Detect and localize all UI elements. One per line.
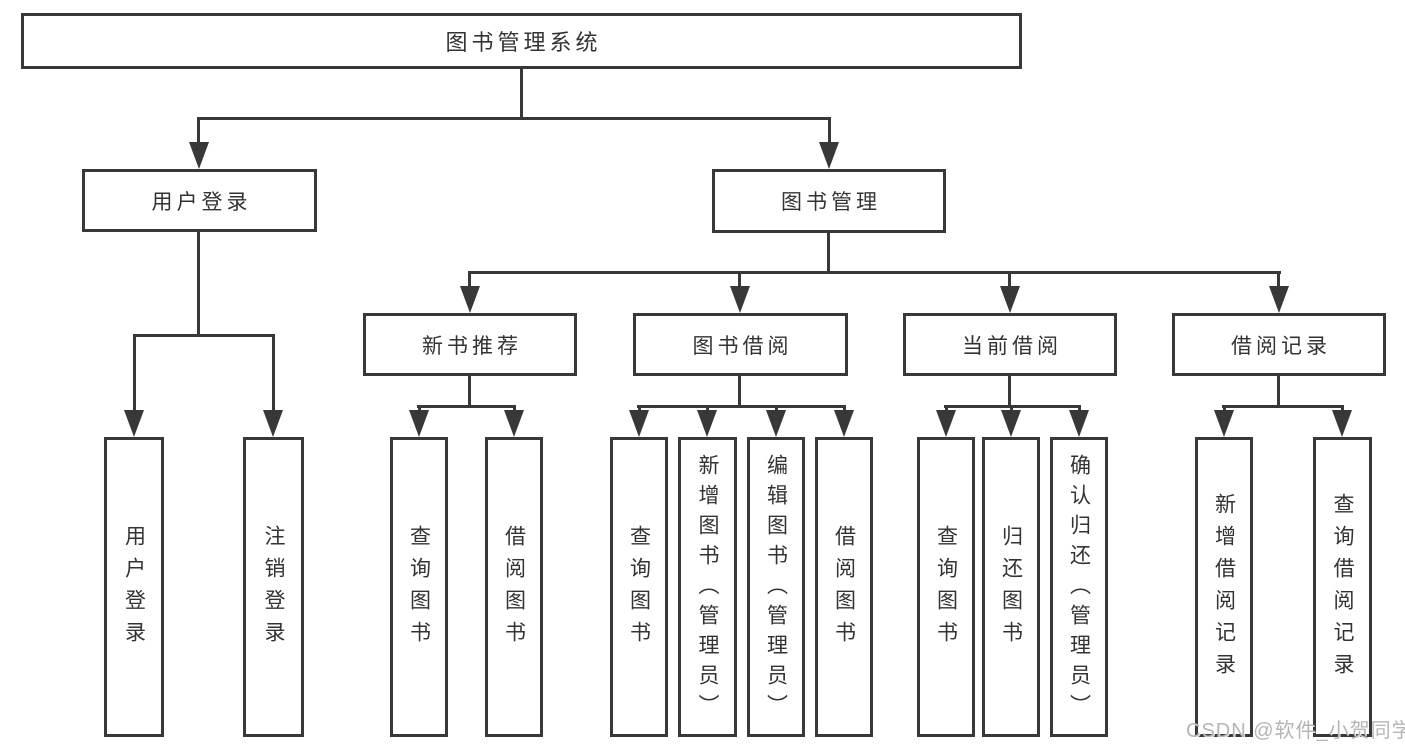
node-label: 新增图书（管理员）: [696, 454, 719, 724]
arrowhead: [189, 142, 209, 169]
node-current-borrow: 当前借阅: [903, 313, 1117, 376]
node-label: 当前借阅: [962, 334, 1062, 358]
node-label: 编辑图书（管理员）: [764, 454, 788, 724]
connector-line: [468, 271, 1281, 274]
node-label: 查询图书: [407, 525, 431, 653]
node-label: 图书管理系统: [445, 30, 602, 55]
node-label: 新书推荐: [422, 334, 522, 358]
arrowhead: [263, 410, 283, 437]
arrowhead: [409, 410, 429, 437]
arrowhead: [697, 410, 717, 437]
connector-line: [1277, 271, 1280, 289]
arrowhead: [936, 410, 956, 437]
node-label: 用户登录: [122, 525, 146, 653]
node-label: 借阅图书: [832, 525, 856, 653]
node-label: 新增借阅记录: [1212, 493, 1236, 685]
node-borrow-records: 借阅记录: [1172, 313, 1386, 376]
leaf-node-borrow-books: 借阅图书: [485, 437, 543, 737]
arrowhead: [1214, 410, 1234, 437]
connector-line: [133, 334, 136, 412]
connector-line: [272, 334, 275, 412]
arrowhead: [766, 410, 786, 437]
node-label: 查询图书: [934, 525, 958, 653]
leaf-node-logout: 注销登录: [243, 437, 304, 737]
leaf-node-query-books: 查询图书: [390, 437, 448, 737]
node-label: 图书管理: [781, 191, 881, 214]
leaf-node-edit-books-admin: 编辑图书（管理员）: [747, 437, 805, 737]
connector-line: [468, 271, 471, 289]
leaf-node-return-books: 归还图书: [982, 437, 1040, 737]
connector-line: [827, 233, 830, 273]
node-label: 归还图书: [999, 525, 1023, 653]
connector-line: [738, 376, 741, 407]
node-label: 查询借阅记录: [1331, 493, 1354, 685]
arrowhead: [460, 286, 480, 313]
node-new-book-recommend: 新书推荐: [363, 313, 577, 376]
node-book-borrow: 图书借阅: [633, 313, 848, 376]
connector-line: [1277, 376, 1280, 407]
node-label: 用户登录: [151, 190, 252, 214]
leaf-node-add-books-admin: 新增图书（管理员）: [678, 437, 737, 737]
node-user-login: 用户登录: [82, 169, 317, 232]
node-book-management: 图书管理: [712, 169, 946, 233]
arrowhead: [1269, 286, 1289, 313]
connector-line: [197, 117, 831, 120]
arrowhead: [1069, 410, 1089, 437]
leaf-node-confirm-return-admin: 确认归还（管理员）: [1050, 437, 1108, 737]
node-label: 借阅记录: [1231, 334, 1331, 358]
connector-line: [197, 117, 200, 145]
connector-line: [637, 405, 846, 408]
arrowhead: [1001, 410, 1021, 437]
connector-line: [520, 69, 523, 119]
connector-line: [468, 376, 471, 407]
arrowhead: [1000, 286, 1020, 313]
connector-line: [1222, 405, 1344, 408]
arrowhead: [730, 286, 750, 313]
connector-line: [828, 117, 831, 145]
connector-line: [1008, 376, 1011, 407]
arrowhead: [834, 410, 854, 437]
connector-line: [1008, 271, 1011, 289]
arrowhead: [629, 410, 649, 437]
node-label: 图书借阅: [692, 334, 793, 358]
connector-line: [197, 232, 200, 336]
node-label: 注销登录: [262, 525, 285, 653]
node-label: 确认归还（管理员）: [1067, 454, 1091, 724]
connector-line: [738, 271, 741, 289]
leaf-node-query-books: 查询图书: [917, 437, 975, 737]
root-node: 图书管理系统: [21, 13, 1022, 69]
node-label: 借阅图书: [502, 525, 526, 653]
leaf-node-query-books: 查询图书: [610, 437, 668, 737]
arrowhead: [504, 410, 524, 437]
arrowhead: [819, 142, 839, 169]
leaf-node-user-login: 用户登录: [104, 437, 164, 737]
leaf-node-add-borrow-record: 新增借阅记录: [1195, 437, 1253, 737]
leaf-node-borrow-books: 借阅图书: [815, 437, 873, 737]
leaf-node-query-borrow-record: 查询借阅记录: [1313, 437, 1372, 737]
connector-line: [417, 405, 516, 408]
connector-line: [133, 334, 275, 337]
arrowhead: [124, 410, 144, 437]
node-label: 查询图书: [627, 525, 651, 653]
csdn-watermark: CSDN @软件_小贺同学: [1186, 720, 1405, 742]
arrowhead: [1332, 410, 1352, 437]
